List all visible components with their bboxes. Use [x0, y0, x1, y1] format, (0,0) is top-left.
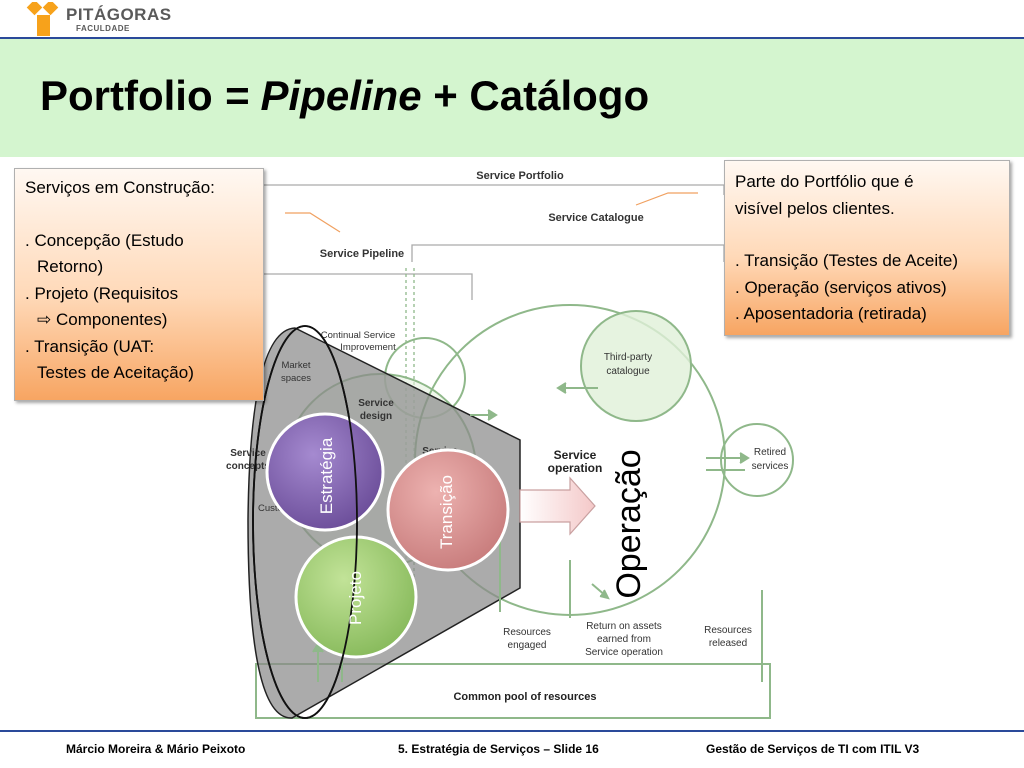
label-concepts-1: Service	[230, 448, 266, 459]
circle-transicao	[386, 448, 510, 572]
callout-right-line: . Aposentadoria (retirada)	[735, 304, 927, 323]
callout-pipeline: Serviços em Construção: . Concepção (Est…	[14, 168, 264, 401]
label-retired-2: services	[752, 461, 789, 472]
label-service-catalogue: Service Catalogue	[548, 212, 643, 224]
header-divider	[0, 37, 1024, 39]
callout-right-line: visível pelos clientes.	[735, 198, 895, 218]
label-third-party-1: Third-party	[604, 352, 652, 363]
label-return-3: Service operation	[585, 647, 663, 658]
label-released-1: Resources	[704, 625, 752, 636]
operation-arrow-icon	[519, 476, 596, 536]
callout-left-line: Testes de Aceitação)	[37, 363, 194, 382]
callout-catalogue: Parte do Portfólio que é visível pelos c…	[724, 160, 1010, 336]
label-return-1: Return on assets	[586, 621, 662, 632]
label-continual-1: Continual Service	[321, 330, 395, 341]
logo-name: PITÁGORAS	[66, 5, 172, 24]
label-operation-2: operation	[548, 461, 603, 475]
footer-course: Gestão de Serviços de TI com ITIL V3	[706, 742, 920, 756]
title-portfolio: Portfolio	[40, 72, 213, 119]
logo-mark-icon	[26, 0, 59, 36]
text-operacao: Operação	[610, 449, 648, 598]
callout-left-line: . Concepção (Estudo	[25, 230, 184, 250]
text-projeto: Projeto	[346, 571, 365, 625]
footer-authors: Márcio Moreira & Mário Peixoto	[66, 742, 246, 756]
callout-pointers	[285, 192, 698, 233]
spacer	[25, 202, 253, 228]
logo-subtitle: FACULDADE	[76, 24, 130, 33]
title-band	[0, 39, 1024, 157]
label-market-2: spaces	[281, 373, 311, 384]
title-pipeline: = Pipeline	[224, 72, 422, 119]
callout-left-line: Retorno)	[37, 257, 104, 276]
label-market-1: Market	[281, 360, 310, 371]
callout-right-line: . Operação (serviços ativos)	[735, 277, 947, 297]
text-transicao: Transição	[437, 475, 456, 549]
circle-estrategia	[265, 412, 385, 532]
label-third-party-2: catalogue	[606, 366, 650, 377]
label-design-2: design	[360, 411, 392, 422]
label-return-2: earned from	[597, 634, 651, 645]
label-operation-1: Service	[554, 448, 597, 462]
slide-title: Portfolio = Pipeline + Catálogo	[40, 72, 649, 120]
label-released-2: released	[709, 638, 747, 649]
footer-slide-ref: 5. Estratégia de Serviços – Slide 16	[398, 742, 599, 756]
title-catalogo: + Catálogo	[433, 72, 650, 119]
callout-left-line: Serviços em Construção:	[25, 178, 215, 197]
label-common-pool: Common pool of resources	[453, 691, 596, 703]
top-bar: PITÁGORAS FACULDADE	[0, 0, 1024, 38]
label-design-1: Service	[358, 398, 394, 409]
portfolio-brackets	[261, 184, 725, 300]
callout-right-line: . Transição (Testes de Aceite)	[735, 251, 958, 270]
label-engaged-2: engaged	[508, 640, 547, 651]
label-continual-2: Improvement	[340, 342, 396, 353]
spacer	[735, 222, 999, 248]
label-service-pipeline: Service Pipeline	[320, 248, 404, 260]
text-estrategia: Estratégia	[317, 437, 336, 514]
callout-left-line: . Transição (UAT:	[25, 336, 155, 356]
funnel-rim-front	[252, 325, 358, 719]
callout-left-line: ⇨ Componentes)	[37, 310, 168, 329]
callout-right-line: Parte do Portfólio que é	[735, 172, 914, 191]
label-service-portfolio: Service Portfolio	[476, 170, 564, 182]
label-retired-1: Retired	[754, 447, 786, 458]
footer-divider	[0, 730, 1024, 732]
callout-left-line: . Projeto (Requisitos	[25, 283, 179, 303]
label-concepts-2: concepts	[226, 461, 270, 472]
pitagoras-logo: PITÁGORAS FACULDADE	[26, 0, 171, 36]
label-engaged-1: Resources	[503, 627, 551, 638]
